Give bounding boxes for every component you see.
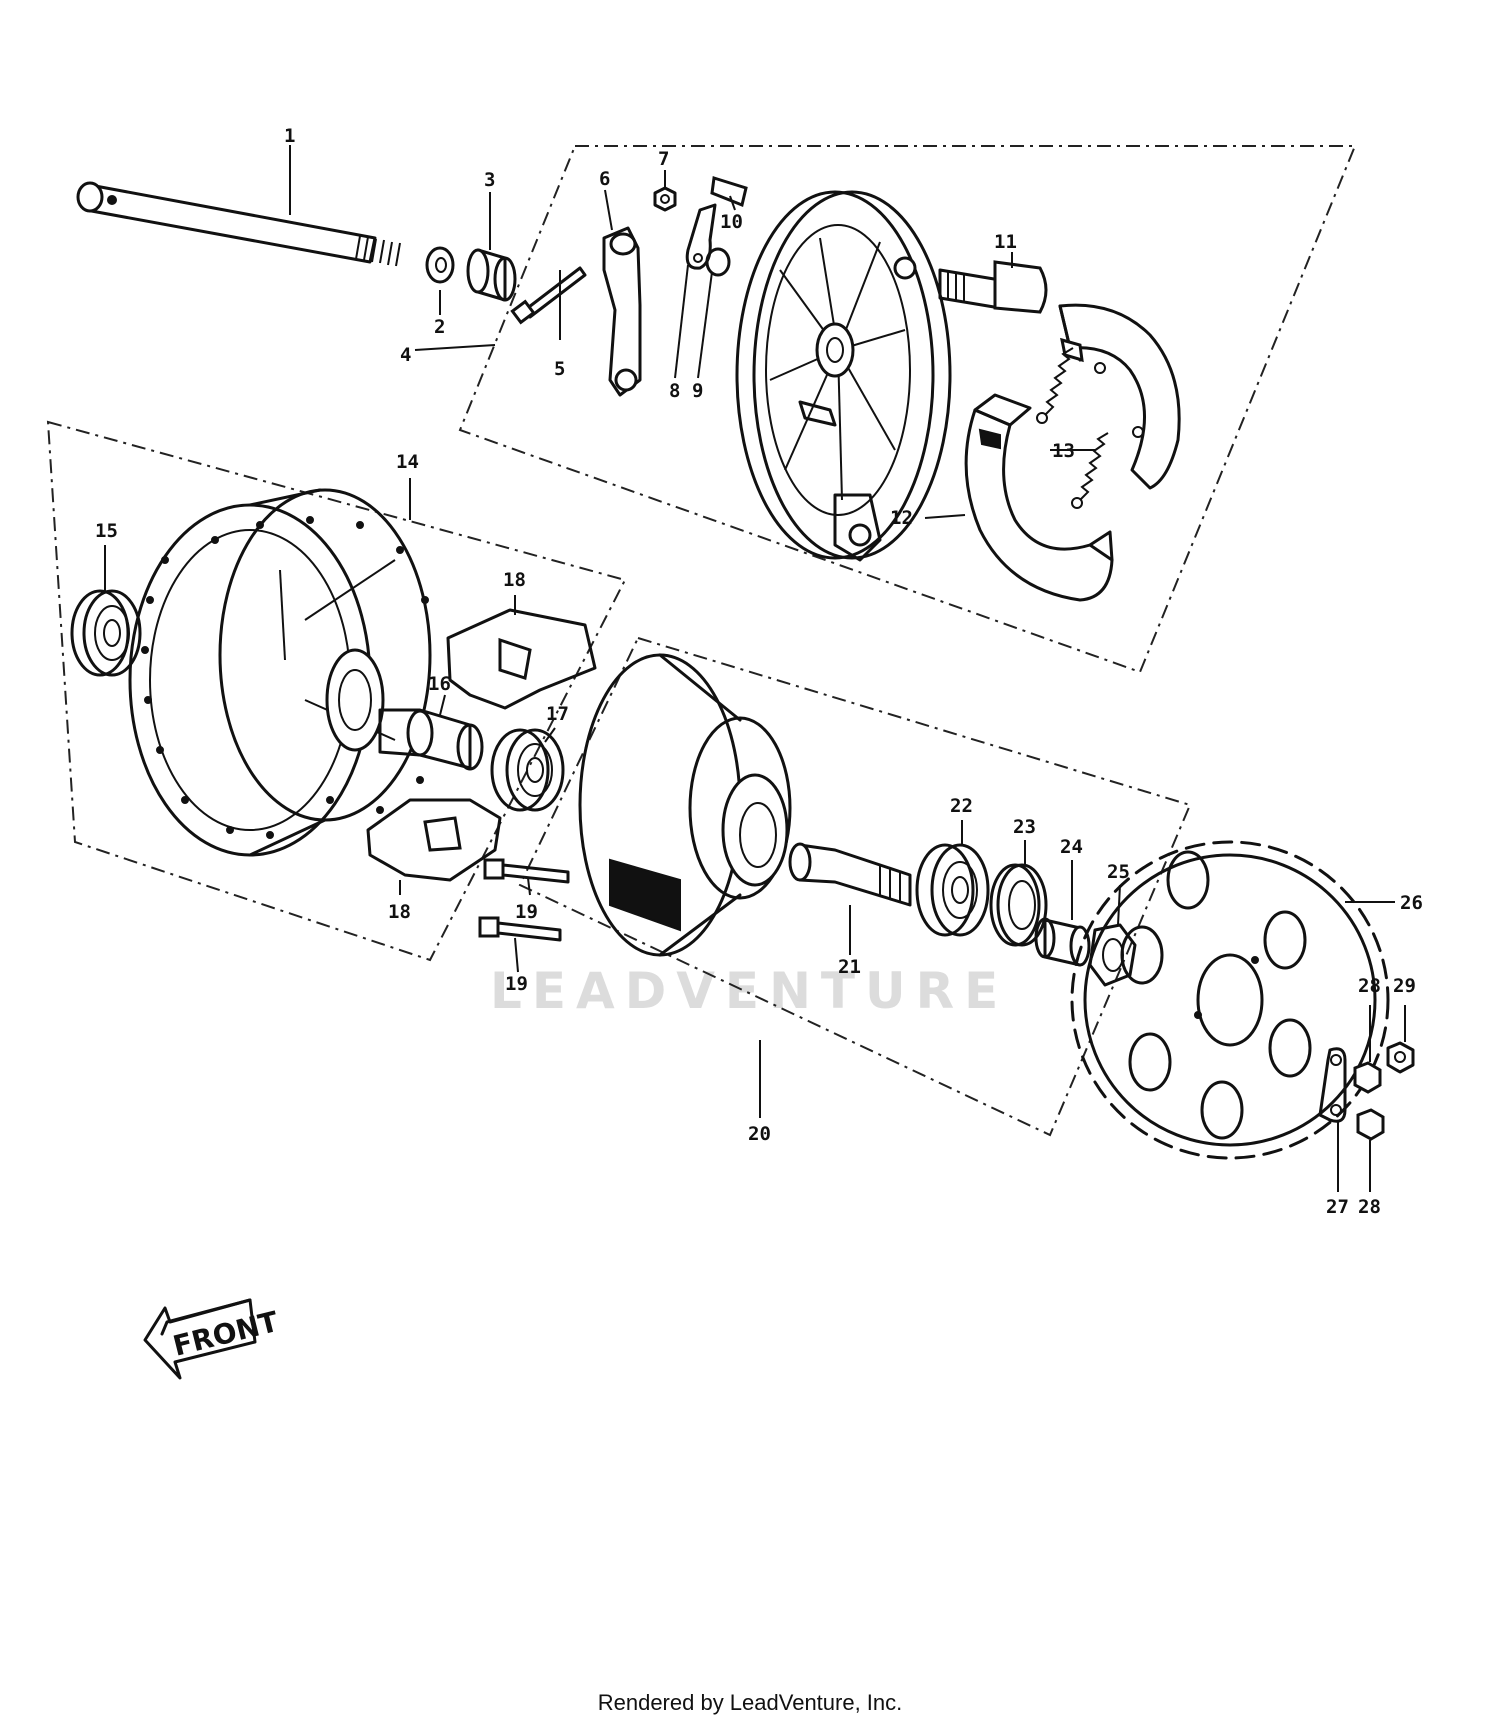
- spacer-16-part: [378, 708, 484, 771]
- callout-12: 12: [890, 507, 913, 529]
- callout-labels: 1 2 3 4 5 6 7 8 9 10 11 12 13 14 15 16 1…: [95, 125, 1423, 1218]
- callout-18-lower: 18: [388, 901, 411, 923]
- lock-plate-part: [1318, 1047, 1347, 1123]
- indicator-plate-part: [685, 203, 717, 270]
- callout-3: 3: [484, 169, 495, 191]
- callout-4: 4: [400, 344, 411, 366]
- callout-11: 11: [994, 231, 1017, 253]
- callout-18-upper: 18: [503, 569, 526, 591]
- small-nut-part: [653, 186, 677, 212]
- callout-28-lower: 28: [1358, 1196, 1381, 1218]
- callout-7: 7: [658, 148, 669, 170]
- bearing-15-part: [70, 589, 142, 677]
- callout-6: 6: [599, 168, 610, 190]
- callout-10: 10: [720, 211, 743, 233]
- bolt-19-upper-part: [483, 858, 570, 884]
- cam-lever-part: [602, 226, 642, 397]
- callout-19-lower: 19: [505, 973, 528, 995]
- brake-shoes-part: [964, 303, 1181, 602]
- callout-26: 26: [1400, 892, 1423, 914]
- callout-16: 16: [428, 673, 451, 695]
- callout-24: 24: [1060, 836, 1083, 858]
- rear-sprocket-part: [1070, 840, 1390, 1160]
- wear-indicator-part: [710, 176, 748, 208]
- bearing-17-part: [490, 728, 565, 812]
- callout-5: 5: [554, 358, 565, 380]
- front-direction-arrow: FRONT: [143, 1298, 282, 1380]
- damper-upper-part: [446, 608, 597, 710]
- callout-21: 21: [838, 956, 861, 978]
- callout-25: 25: [1107, 861, 1130, 883]
- collar-part: [466, 248, 517, 302]
- watermark: LEADVENTURE: [490, 962, 1008, 1020]
- front-label: FRONT: [170, 1305, 282, 1363]
- callout-8: 8: [669, 380, 680, 402]
- callout-23: 23: [1013, 816, 1036, 838]
- callout-29: 29: [1393, 975, 1416, 997]
- axle-part: [76, 181, 401, 267]
- callout-27: 27: [1326, 1196, 1349, 1218]
- sprocket-nut-lower-part: [1356, 1108, 1385, 1141]
- brake-panel-part: [735, 190, 952, 562]
- callout-13: 13: [1052, 440, 1075, 462]
- return-springs-part: [1036, 347, 1144, 509]
- damper-lower-part: [366, 798, 502, 882]
- callout-20: 20: [748, 1123, 771, 1145]
- axle-sleeve-part: [788, 842, 912, 907]
- callout-22: 22: [950, 795, 973, 817]
- oil-seal-part: [989, 863, 1048, 947]
- callout-9: 9: [692, 380, 703, 402]
- callout-2: 2: [434, 316, 445, 338]
- brake-cam-part: [938, 260, 1048, 314]
- sprocket-hub-group-frame: [518, 636, 1192, 1137]
- bolt-19-lower-part: [478, 916, 562, 942]
- callout-15: 15: [95, 520, 118, 542]
- wheel-hub-part: [128, 488, 432, 857]
- callout-28-upper: 28: [1358, 975, 1381, 997]
- callout-14: 14: [396, 451, 419, 473]
- callout-1: 1: [284, 125, 295, 147]
- sprocket-nut-29-part: [1386, 1041, 1415, 1074]
- o-ring-part: [705, 247, 731, 277]
- callout-19-upper: 19: [515, 901, 538, 923]
- hub-group-frame: [46, 420, 627, 962]
- callout-17: 17: [546, 703, 569, 725]
- sprocket-nut-upper-part: [1353, 1061, 1382, 1094]
- collar-24-part: [1034, 917, 1091, 967]
- bolt-5-part: [510, 266, 587, 325]
- sprocket-hub-part: [578, 653, 792, 957]
- footer-credit: Rendered by LeadVenture, Inc.: [597, 1690, 903, 1715]
- bearing-22-part: [915, 843, 990, 937]
- leader-lines: [104, 145, 1406, 1192]
- washer-part: [425, 246, 455, 284]
